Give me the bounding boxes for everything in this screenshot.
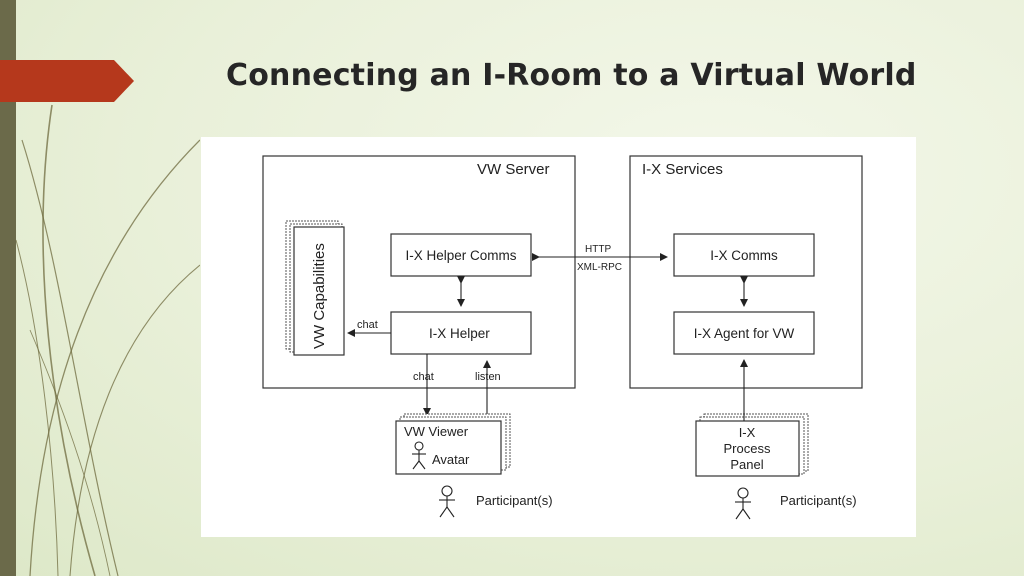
vw-server-label: VW Server (477, 161, 550, 178)
vw-viewer-box: VW Viewer Avatar (395, 413, 511, 475)
ix-helper-box: I-X Helper (390, 311, 532, 355)
slide-title: Connecting an I-Room to a Virtual World (226, 58, 917, 93)
ix-helper-label: I-X Helper (429, 326, 490, 341)
vw-capabilities-label: VW Capabilities (311, 243, 328, 349)
participant-right-icon (735, 487, 751, 520)
link-label-xmlrpc: XML-RPC (577, 262, 622, 273)
ix-comms-box: I-X Comms (673, 233, 815, 277)
architecture-diagram: VW Server I-X Services VW Capabilities I… (201, 137, 916, 537)
ix-helper-comms-label: I-X Helper Comms (405, 248, 516, 263)
left-sidebar-bar (0, 0, 16, 576)
participants-right-label: Participant(s) (780, 493, 857, 508)
ix-helper-comms-box: I-X Helper Comms (390, 233, 532, 277)
link-label-http: HTTP (585, 244, 611, 255)
process-panel-line-3: Panel (730, 457, 763, 472)
avatar-figure-icon (412, 441, 426, 470)
ix-comms-label: I-X Comms (710, 248, 778, 263)
vw-viewer-label: VW Viewer (404, 424, 469, 439)
process-panel-box: I-X Process Panel (695, 413, 809, 477)
chat-label-viewer: chat (413, 371, 434, 383)
chat-label-capabilities: chat (357, 319, 378, 331)
vw-capabilities-box: VW Capabilities (285, 220, 345, 356)
process-panel-line-2: Process (724, 441, 771, 456)
ix-agent-label: I-X Agent for VW (694, 326, 795, 341)
helper-viewer-arrows: chat listen (413, 354, 501, 420)
listen-label: listen (475, 371, 501, 383)
participants-left-label: Participant(s) (476, 493, 553, 508)
avatar-label: Avatar (432, 452, 470, 467)
ix-services-box: I-X Services (629, 155, 863, 389)
decorative-grass-lines (15, 104, 200, 576)
participant-left: Participant(s) (439, 485, 553, 518)
http-xmlrpc-link: HTTP XML-RPC (532, 244, 668, 273)
title-accent-arrow (0, 60, 134, 102)
participant-right: Participant(s) (735, 487, 857, 520)
ix-agent-box: I-X Agent for VW (673, 311, 815, 355)
ix-services-label: I-X Services (642, 161, 723, 178)
helper-to-capabilities-arrow: chat (347, 319, 391, 337)
process-panel-line-1: I-X (739, 425, 756, 440)
participant-left-icon (439, 485, 455, 518)
vw-server-box: VW Server (262, 155, 576, 389)
